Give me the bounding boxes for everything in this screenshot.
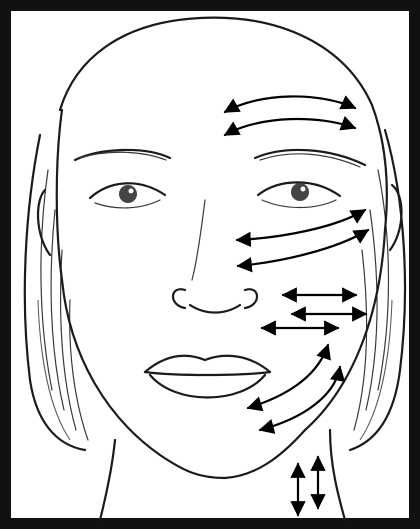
arrow-group-under-eye-cheek — [237, 210, 368, 266]
arrow-group-neck — [298, 457, 318, 515]
face-outline — [38, 18, 401, 478]
eye-right — [258, 182, 340, 207]
nose — [173, 200, 257, 313]
arrow-group-jaw — [248, 345, 340, 430]
eyebrows — [75, 150, 365, 167]
arrow-group-forehead — [225, 96, 355, 135]
mouth — [145, 356, 270, 398]
eye-left — [90, 183, 165, 208]
jaw-arrow-upper — [248, 345, 328, 408]
forehead-arrow-lower — [225, 119, 355, 135]
cheek-arrow-lower — [238, 230, 368, 266]
neck — [100, 430, 345, 520]
arrow-group-mid-cheek — [262, 295, 366, 328]
cheek-arrow-upper — [237, 210, 365, 240]
forehead-arrow-upper — [225, 96, 355, 112]
